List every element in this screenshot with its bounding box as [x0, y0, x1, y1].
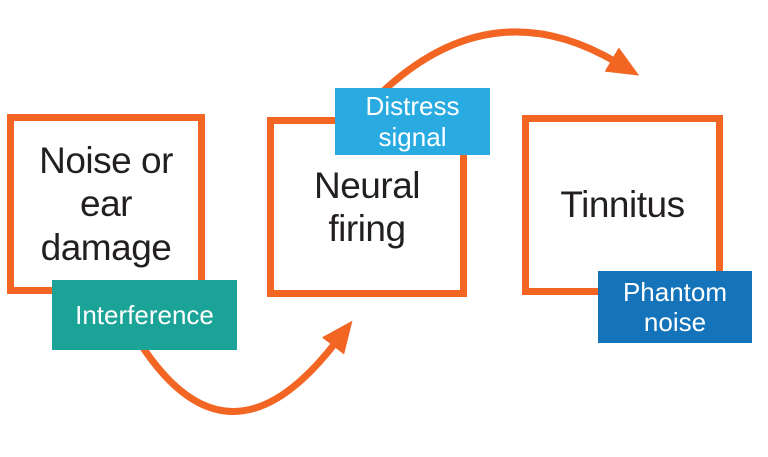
tag-interference: Interference	[52, 280, 237, 350]
stage-label-line: Noise or	[39, 140, 173, 182]
stage-label-line: Tinnitus	[560, 184, 685, 226]
stage-box-tinnitus: Tinnitus	[522, 115, 723, 295]
stage-label-line: Neural	[314, 164, 421, 206]
curved-arrow-distress-signal-to-tinnitus-icon	[375, 28, 640, 99]
stage-label-neural-firing: Neural firing	[314, 164, 421, 251]
stage-label-line: ear	[80, 183, 132, 225]
curved-arrow-interference-to-neural-firing-icon	[135, 320, 353, 415]
stage-box-noise-or-ear-damage: Noise or ear damage	[7, 114, 205, 294]
stage-label-noise-or-ear-damage: Noise or ear damage	[39, 139, 173, 269]
tag-label-line: Distress	[365, 91, 460, 122]
tag-label-line: Phantom	[622, 276, 728, 307]
stage-label-line: firing	[328, 208, 406, 249]
tag-label-line: noise	[643, 307, 707, 337]
stage-label-tinnitus: Tinnitus	[560, 183, 685, 226]
tag-phantom-noise: Phantom noise	[598, 271, 752, 343]
tag-distress-signal: Distress signal	[335, 88, 490, 155]
tag-label-line: signal	[378, 121, 447, 152]
stage-label-line: damage	[40, 226, 172, 268]
tag-label-line: Interference	[75, 299, 214, 330]
